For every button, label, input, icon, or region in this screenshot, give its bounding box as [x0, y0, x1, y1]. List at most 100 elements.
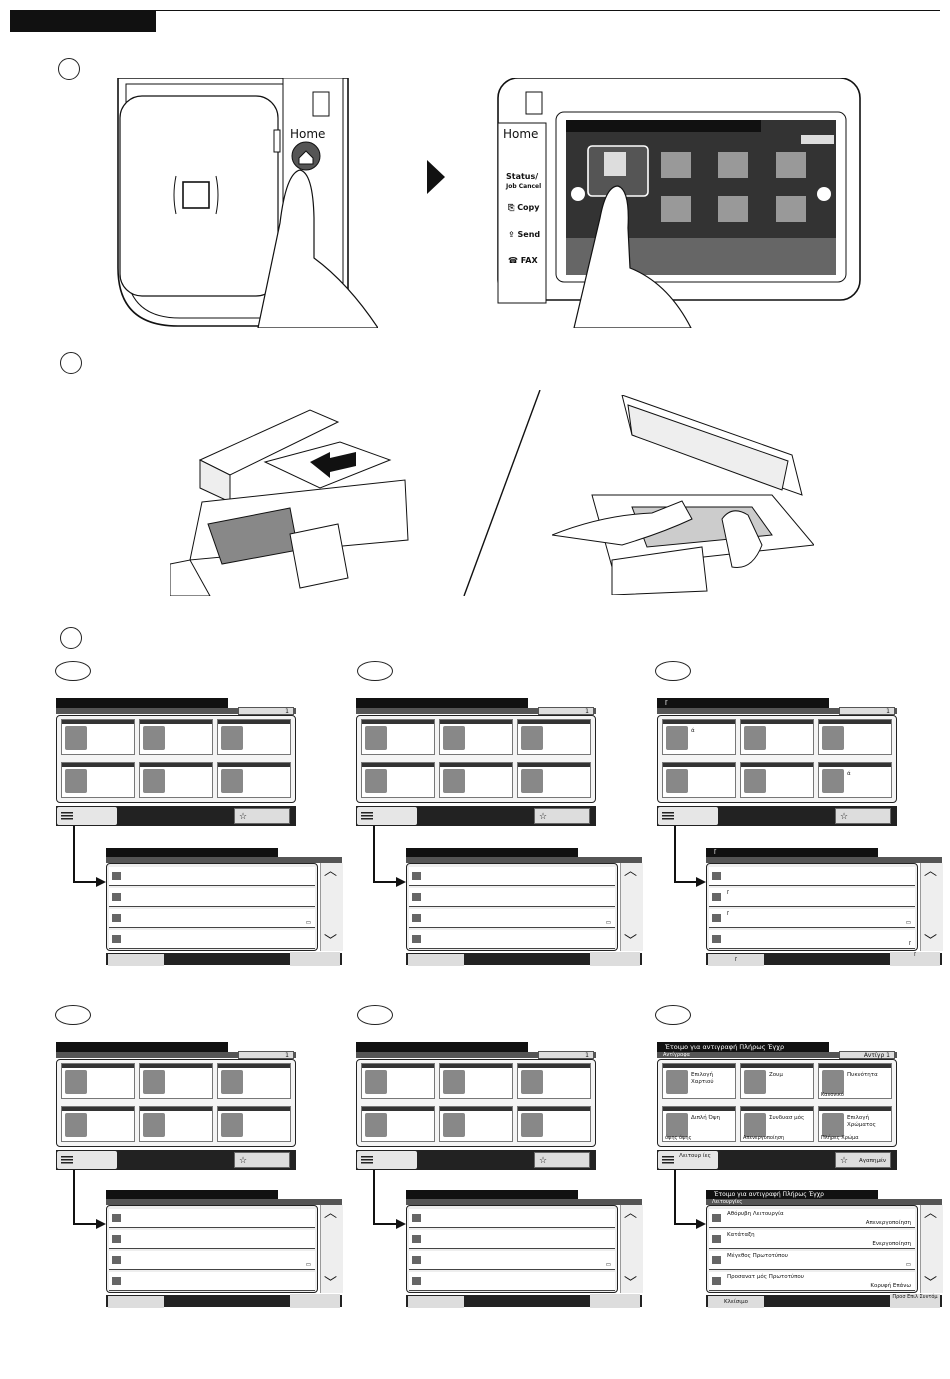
tile-density[interactable]: [217, 1063, 291, 1099]
add-shortcut-button[interactable]: [290, 1294, 340, 1308]
tile-paper-selection[interactable]: Επιλογή Χαρτιού: [662, 1063, 736, 1099]
list-item[interactable]: [409, 1272, 615, 1291]
list-item[interactable]: ▭: [109, 909, 315, 928]
scrollbar[interactable]: ︿﹀: [920, 1205, 943, 1293]
tile-duplex[interactable]: [61, 1106, 135, 1142]
list-item[interactable]: [109, 1272, 315, 1291]
scrollbar[interactable]: ︿﹀: [920, 863, 943, 951]
chevron-down-icon[interactable]: ﹀: [624, 934, 638, 949]
tile-color-selection[interactable]: [217, 762, 291, 798]
close-button[interactable]: [408, 1296, 464, 1308]
tile-duplex[interactable]: [662, 762, 736, 798]
favorites-button[interactable]: ☆Αγαπημέν: [835, 1152, 891, 1168]
functions-button[interactable]: Λειτουρ ίες: [657, 1150, 719, 1170]
favorites-button[interactable]: ☆: [234, 1152, 290, 1168]
tile-color-selection[interactable]: [217, 1106, 291, 1142]
tile-zoom[interactable]: [740, 719, 814, 755]
tile-paper-selection[interactable]: [361, 1063, 435, 1099]
tile-paper-selection[interactable]: [61, 1063, 135, 1099]
list-item[interactable]: ▭: [409, 909, 615, 928]
list-item[interactable]: [109, 930, 315, 949]
tile-duplex[interactable]: [361, 1106, 435, 1142]
tile-color-selection[interactable]: [517, 1106, 591, 1142]
tile-density[interactable]: [517, 1063, 591, 1099]
list-item[interactable]: [709, 867, 915, 886]
close-button[interactable]: [108, 1296, 164, 1308]
chevron-up-icon[interactable]: ︿: [624, 1206, 638, 1221]
list-item[interactable]: [409, 888, 615, 907]
functions-button[interactable]: [356, 1150, 418, 1170]
add-shortcut-button[interactable]: [590, 952, 640, 966]
home-icon[interactable]: [292, 141, 320, 169]
tile-zoom[interactable]: Ζουμ: [740, 1063, 814, 1099]
tile-color-selection[interactable]: [517, 762, 591, 798]
list-item[interactable]: ▭: [409, 1251, 615, 1270]
list-item[interactable]: [409, 1230, 615, 1249]
tile-duplex[interactable]: [61, 762, 135, 798]
favorites-button[interactable]: ☆: [534, 808, 590, 824]
tile-zoom[interactable]: [439, 1063, 513, 1099]
chevron-up-icon[interactable]: ︿: [624, 864, 638, 879]
close-button[interactable]: ľ: [708, 954, 764, 966]
add-shortcut-button[interactable]: [590, 1294, 640, 1308]
tile-combine[interactable]: [139, 762, 213, 798]
add-shortcut-button[interactable]: ľ: [890, 952, 940, 966]
tile-combine[interactable]: [139, 1106, 213, 1142]
tile-paper-selection[interactable]: ά: [662, 719, 736, 755]
chevron-down-icon[interactable]: ﹀: [324, 1276, 338, 1291]
tile-duplex[interactable]: [361, 762, 435, 798]
tile-paper-selection[interactable]: [361, 719, 435, 755]
scrollbar[interactable]: ︿﹀: [320, 863, 343, 951]
list-item[interactable]: [409, 867, 615, 886]
scrollbar[interactable]: ︿﹀: [620, 1205, 643, 1293]
add-shortcut-button[interactable]: Προσ Επιλ Συντόμ: [890, 1294, 940, 1308]
list-item[interactable]: ľ: [709, 888, 915, 907]
chevron-up-icon[interactable]: ︿: [324, 1206, 338, 1221]
favorites-button[interactable]: ☆: [835, 808, 891, 824]
tile-color-selection[interactable]: ά: [818, 762, 892, 798]
list-item[interactable]: [109, 1230, 315, 1249]
functions-button[interactable]: [56, 1150, 118, 1170]
tile-combine[interactable]: [439, 1106, 513, 1142]
tile-zoom[interactable]: [139, 1063, 213, 1099]
list-item[interactable]: [409, 930, 615, 949]
list-item[interactable]: [109, 888, 315, 907]
tile-density[interactable]: [217, 719, 291, 755]
list-item[interactable]: [109, 1209, 315, 1228]
tile-combine[interactable]: [439, 762, 513, 798]
list-item[interactable]: Μέγεθος Πρωτοτύπου▭: [709, 1251, 915, 1270]
list-item[interactable]: [109, 867, 315, 886]
functions-button[interactable]: [356, 806, 418, 826]
favorites-button[interactable]: ☆: [534, 1152, 590, 1168]
list-item[interactable]: ľ▭: [709, 909, 915, 928]
list-item[interactable]: [409, 1209, 615, 1228]
list-item[interactable]: ľ: [709, 930, 915, 949]
tile-density[interactable]: [818, 719, 892, 755]
chevron-up-icon[interactable]: ︿: [924, 1206, 938, 1221]
chevron-up-icon[interactable]: ︿: [324, 864, 338, 879]
chevron-up-icon[interactable]: ︿: [924, 864, 938, 879]
close-button[interactable]: [408, 954, 464, 966]
scrollbar[interactable]: ︿﹀: [320, 1205, 343, 1293]
tile-paper-selection[interactable]: [61, 719, 135, 755]
scrollbar[interactable]: ︿﹀: [620, 863, 643, 951]
chevron-down-icon[interactable]: ﹀: [924, 934, 938, 949]
tile-combine[interactable]: [740, 762, 814, 798]
functions-button[interactable]: [56, 806, 118, 826]
list-item[interactable]: ▭: [109, 1251, 315, 1270]
tile-density[interactable]: [517, 719, 591, 755]
functions-button[interactable]: [657, 806, 719, 826]
chevron-down-icon[interactable]: ﹀: [924, 1276, 938, 1291]
close-button[interactable]: Κλείσιμο: [708, 1296, 764, 1308]
tile-zoom[interactable]: [139, 719, 213, 755]
close-button[interactable]: [108, 954, 164, 966]
chevron-down-icon[interactable]: ﹀: [624, 1276, 638, 1291]
tile-zoom[interactable]: [439, 719, 513, 755]
